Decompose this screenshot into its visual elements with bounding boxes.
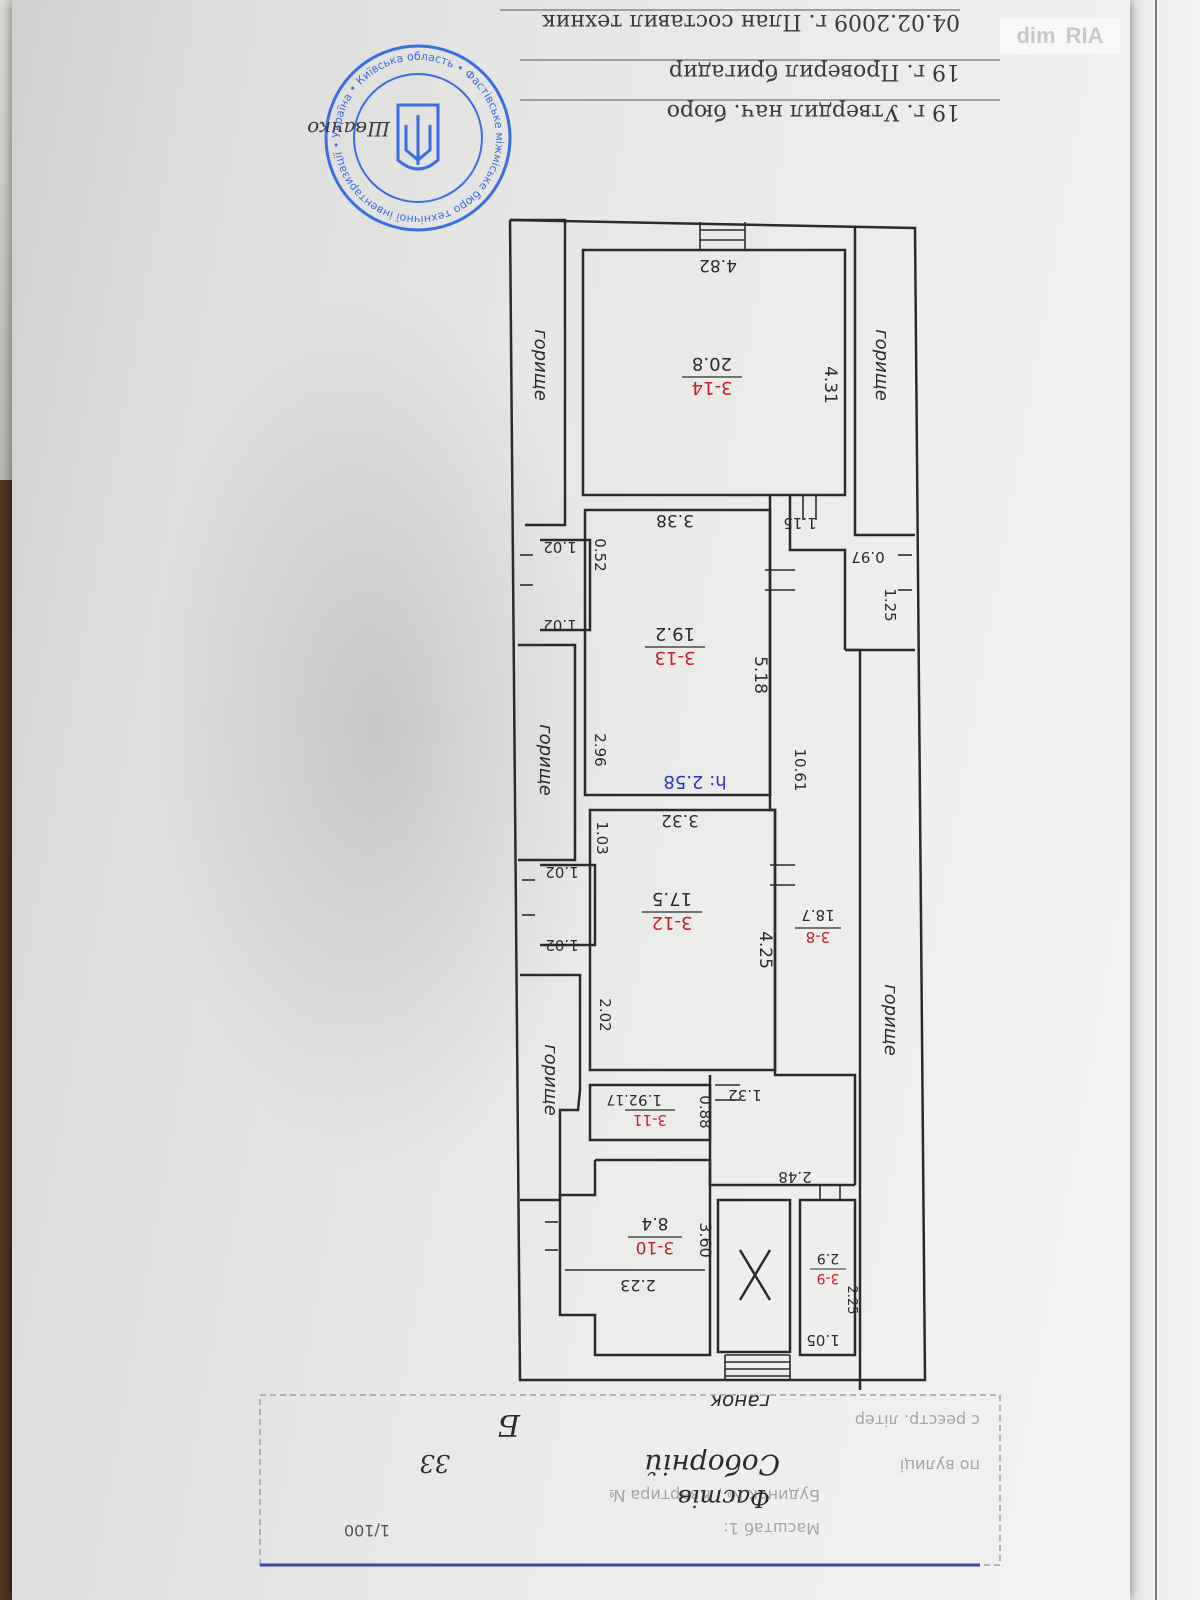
stairwell-void	[716, 1198, 792, 1354]
stamp-ring-text: Україна • Київська область • Фастівське …	[0, 0, 506, 226]
room-3-9-extra: 2.25	[844, 1286, 859, 1315]
room-3-14-area: 20.8	[692, 353, 732, 374]
dim-1-05: 1.05	[806, 1331, 839, 1349]
room-3-8-wall	[768, 495, 857, 1185]
room-3-14	[581, 248, 847, 497]
porch-label-1: горище	[530, 329, 551, 401]
openings	[520, 222, 912, 1380]
room-3-14-labels: 3-14 20.8	[682, 353, 742, 398]
room-3-10-width: 2.23	[620, 1276, 656, 1295]
room-3-12	[588, 808, 777, 1072]
dim-10-61: 10.61	[791, 749, 809, 792]
building-outline	[508, 218, 927, 1390]
porch-labels: горище горище горище горище горище	[530, 329, 901, 1116]
room-3-9-area: 2.9	[817, 1250, 839, 1266]
adjacent-document-rule	[1155, 0, 1157, 1600]
watermark: dim RIA	[1000, 18, 1120, 54]
porch-label-3: горище	[535, 724, 556, 796]
dim-0-88: 0.88	[696, 1095, 714, 1128]
watermark-left: dim	[1016, 23, 1056, 48]
room-3-8-area: 18.7	[801, 906, 834, 924]
dim-1-25: 1.25	[881, 588, 899, 621]
room-3-13-id: 3-13	[655, 647, 696, 668]
dim-1-02-c: 1.02	[545, 863, 578, 881]
room-3-10	[558, 1158, 712, 1357]
dim-1-32: 1.32	[728, 1086, 761, 1104]
room-3-14-width: 4.31	[820, 366, 840, 404]
room-3-8-id: 3-8	[806, 928, 831, 946]
trident-shield-icon	[396, 103, 440, 171]
footer-title-block: Масштаб 1: 1/100 Будинок № / Квартира № …	[259, 1394, 1001, 1567]
room-3-11-area: 1.9	[638, 1091, 662, 1109]
header-block: 04.02.2009 г. План составил техник 19 г.…	[500, 9, 1000, 124]
dim-2-96: 2.96	[591, 733, 609, 766]
letter-handwritten: Б	[498, 1407, 521, 1442]
room-3-12-area: 17.5	[652, 888, 692, 909]
header-date-line: 04.02.2009 г. План составил техник	[541, 9, 960, 34]
dim-1-02-a: 1.02	[543, 538, 576, 556]
room-3-12-length: 4.25	[755, 931, 775, 969]
floor-plan-sheet	[12, 0, 1130, 1600]
dim-2-02: 2.02	[596, 998, 614, 1031]
room-3-13-labels: 3-13 19.2	[645, 623, 705, 668]
street-handwritten: Соборній	[644, 1448, 780, 1481]
print-line-3: Будинок № / Квартира №	[609, 1486, 820, 1505]
header-line-19b: 19 г. Утвердил нач. бюро	[667, 99, 960, 124]
room-3-9-id: 3-9	[817, 1270, 840, 1286]
room-3-11-id: 3-11	[633, 1111, 667, 1129]
room-3-11-labels: 3-11 1.9	[625, 1091, 675, 1129]
room-3-12-width: 3.32	[661, 810, 699, 830]
room-3-14-height: 4.82	[699, 255, 737, 275]
scale-value: 1/100	[344, 1521, 390, 1540]
print-line-1: с реєстр. літер	[855, 1411, 980, 1430]
city-handwritten: Фастів	[678, 1484, 770, 1512]
porch-label-4: горище	[880, 984, 901, 1056]
room-3-12-labels: 3-12 17.5	[642, 888, 702, 933]
room-3-10-area: 8.4	[641, 1213, 668, 1233]
print-line-4: Масштаб 1:	[723, 1519, 820, 1538]
porch-label-5: горище	[540, 1044, 561, 1116]
ceiling-height: h: 2.58	[663, 771, 726, 792]
dim-1-15: 1.15	[783, 514, 816, 532]
dim-1-02-b: 1.02	[543, 616, 576, 634]
dim-0-97: 0.97	[851, 548, 884, 566]
dim-2-48: 2.48	[778, 1168, 811, 1186]
room-3-13-area: 19.2	[655, 623, 695, 644]
bti-stamp: Україна • Київська область • Фастівське …	[0, 0, 512, 232]
room-3-11-extra: 2.17	[606, 1091, 637, 1107]
room-3-8-labels: 3-8 18.7	[795, 906, 841, 946]
room-3-12-id: 3-12	[652, 912, 693, 933]
signature: Швачко	[307, 117, 391, 141]
dimension-labels: 1.15 0.97 1.25 0.52 1.02 1.02 2.96 10.61…	[543, 514, 899, 1349]
dim-1-03: 1.03	[593, 821, 611, 854]
room-3-9-labels: 3-9 2.9	[810, 1250, 846, 1286]
signature-block: Швачко	[307, 117, 391, 141]
header-line-19a: 19 г. Проверил бригадир	[669, 59, 960, 84]
room-walls	[540, 248, 857, 1357]
room-3-10-length: 3.60	[696, 1222, 715, 1258]
room-3-9	[798, 1198, 857, 1357]
room-3-13-width: 3.38	[656, 510, 694, 530]
room-3-14-id: 3-14	[692, 377, 733, 398]
porch-label-2: горище	[871, 329, 892, 401]
room-3-10-id: 3-10	[636, 1237, 675, 1257]
room-3-10-labels: 3-10 8.4	[628, 1213, 682, 1257]
house-number-handwritten: 33	[419, 1449, 450, 1477]
dim-0-52: 0.52	[591, 538, 609, 571]
room-3-13-length: 5.18	[750, 656, 770, 694]
stairs-label: ганок	[710, 1390, 770, 1414]
print-line-2: по вулиці	[900, 1456, 980, 1475]
watermark-right: RIA	[1065, 23, 1104, 48]
dim-1-02-d: 1.02	[545, 936, 578, 954]
